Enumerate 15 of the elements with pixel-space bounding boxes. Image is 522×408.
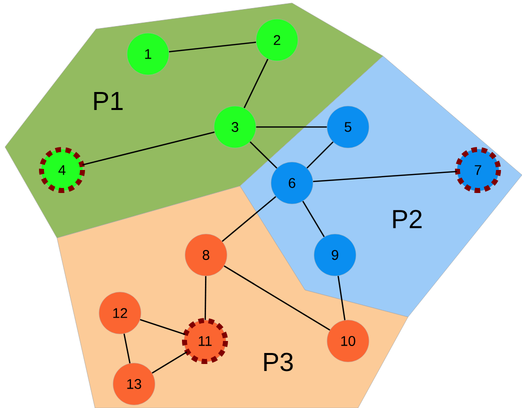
edge-line [152, 351, 188, 374]
edge-line [338, 276, 346, 320]
edge-line [168, 42, 256, 52]
edge-line [224, 265, 330, 331]
edge-line [306, 142, 334, 168]
edge-line [82, 131, 215, 166]
edge-line [302, 200, 325, 238]
edge-line [313, 170, 457, 182]
edge-line [256, 126, 327, 128]
edge-line [244, 58, 268, 108]
edge-line [123, 334, 131, 364]
edge-line [250, 141, 278, 169]
edge-line [140, 319, 186, 335]
edge-line [222, 196, 276, 242]
edge-line [204, 276, 206, 320]
